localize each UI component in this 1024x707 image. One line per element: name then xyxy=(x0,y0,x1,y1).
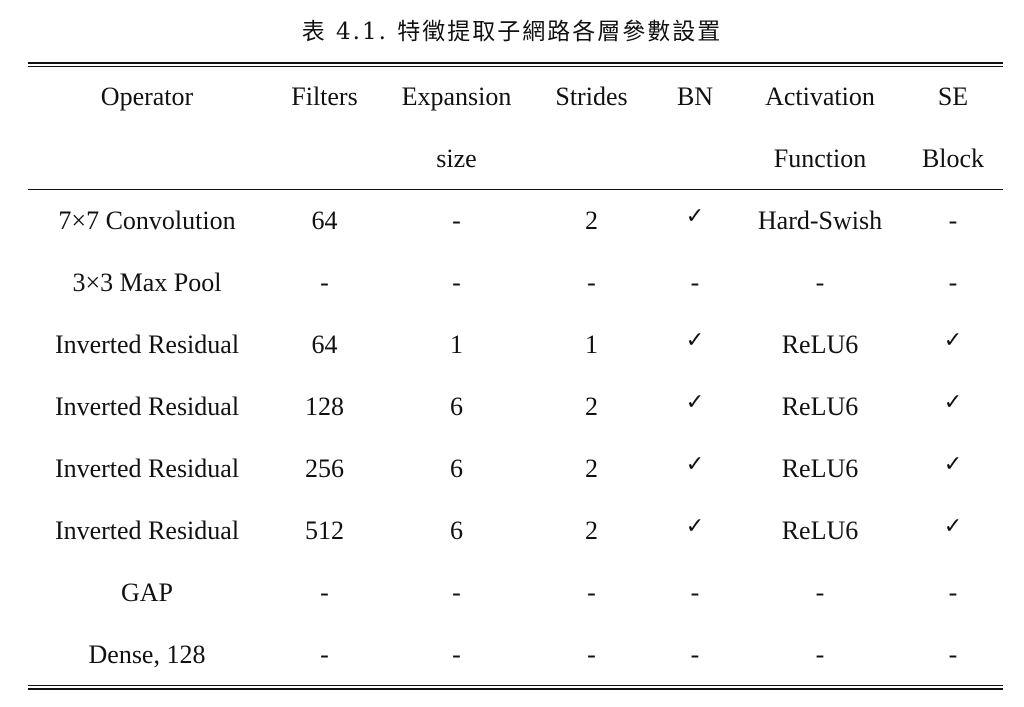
header-expansion-size: Expansion size xyxy=(383,66,530,190)
cell-filters: 128 xyxy=(305,392,344,421)
cell-se-block: ✓ xyxy=(903,438,1003,500)
header-activation-function-line-2: Function xyxy=(773,144,867,173)
cell-operator: GAP xyxy=(120,578,173,607)
top-rule-second-line xyxy=(28,66,1003,67)
cell-se-block: ✓ xyxy=(903,376,1003,438)
header-se-block-line-1: SE xyxy=(937,82,969,111)
cell-filters: 512 xyxy=(305,516,344,545)
checkmark-icon: ✓ xyxy=(685,204,705,229)
header-expansion-size-line-1: Expansion xyxy=(401,82,512,111)
header-operator-line-1: Operator xyxy=(100,82,194,111)
parameter-table: Operator Filters Expansion size Strides … xyxy=(28,66,1003,686)
cell-expansion-size: 6 xyxy=(450,392,463,421)
cell-bn: - xyxy=(690,268,700,297)
table-row: Inverted Residual 64 1 1 ✓ ReLU6 ✓ xyxy=(28,314,1003,376)
checkmark-icon: ✓ xyxy=(685,514,705,539)
table-row: Dense, 128 - - - - - - xyxy=(28,624,1003,686)
cell-strides: - xyxy=(587,578,596,607)
cell-strides: 2 xyxy=(585,392,598,421)
cell-strides: - xyxy=(587,268,596,297)
cell-activation-function: ReLU6 xyxy=(781,392,859,421)
header-activation-function-line-1: Activation xyxy=(765,82,875,111)
header-se-block-line-2: Block xyxy=(921,144,985,173)
table-row: Inverted Residual 256 6 2 ✓ ReLU6 ✓ xyxy=(28,438,1003,500)
header-bn-line-1: BN xyxy=(676,82,714,111)
cell-se-block: - xyxy=(948,206,958,235)
table-row: Inverted Residual 512 6 2 ✓ ReLU6 ✓ xyxy=(28,500,1003,562)
cell-operator: Inverted Residual xyxy=(54,392,240,421)
bottom-rule xyxy=(28,688,1003,690)
table-row: Inverted Residual 128 6 2 ✓ ReLU6 ✓ xyxy=(28,376,1003,438)
cell-expansion-size: - xyxy=(452,578,461,607)
header-strides: Strides xyxy=(530,66,653,190)
cell-expansion-size: - xyxy=(452,268,461,297)
cell-bn: ✓ xyxy=(653,500,737,562)
header-filters: Filters xyxy=(266,66,383,190)
checkmark-icon: ✓ xyxy=(685,452,705,477)
cell-operator: 3×3 Max Pool xyxy=(72,268,222,297)
cell-activation-function: - xyxy=(815,578,825,607)
header-activation-function: Activation Function xyxy=(737,66,903,190)
cell-activation-function: ReLU6 xyxy=(781,516,859,545)
cell-bn: ✓ xyxy=(653,376,737,438)
checkmark-icon: ✓ xyxy=(943,514,963,539)
table-row: 3×3 Max Pool - - - - - - xyxy=(28,252,1003,314)
cell-activation-function: Hard-Swish xyxy=(757,206,883,235)
cell-filters: - xyxy=(320,640,329,669)
cell-activation-function: ReLU6 xyxy=(781,454,859,483)
table-row: 7×7 Convolution 64 - 2 ✓ Hard-Swish - xyxy=(28,190,1003,252)
cell-activation-function: ReLU6 xyxy=(781,330,859,359)
cell-filters: - xyxy=(320,268,329,297)
cell-strides: 2 xyxy=(585,516,598,545)
top-rule xyxy=(28,62,1003,64)
cell-filters: 256 xyxy=(305,454,344,483)
cell-strides: 2 xyxy=(585,206,598,235)
checkmark-icon: ✓ xyxy=(685,390,705,415)
cell-strides: 1 xyxy=(585,330,598,359)
table-caption: 表 4.1. 特徵提取子網路各層參數設置 xyxy=(301,19,723,45)
cell-expansion-size: - xyxy=(452,206,461,235)
header-rule xyxy=(28,189,1003,190)
checkmark-icon: ✓ xyxy=(943,452,963,477)
bottom-rule-first-line xyxy=(28,685,1003,686)
cell-strides: 2 xyxy=(585,454,598,483)
cell-se-block: - xyxy=(948,640,958,669)
cell-expansion-size: 6 xyxy=(450,516,463,545)
cell-se-block: - xyxy=(948,578,958,607)
header-expansion-size-line-2: size xyxy=(436,144,477,173)
cell-expansion-size: - xyxy=(452,640,461,669)
checkmark-icon: ✓ xyxy=(943,390,963,415)
checkmark-icon: ✓ xyxy=(943,328,963,353)
cell-bn: ✓ xyxy=(653,190,737,252)
table-row: GAP - - - - - - xyxy=(28,562,1003,624)
cell-se-block: ✓ xyxy=(903,500,1003,562)
cell-bn: - xyxy=(690,578,700,607)
cell-operator: 7×7 Convolution xyxy=(58,206,236,235)
cell-bn: ✓ xyxy=(653,314,737,376)
header-row: Operator Filters Expansion size Strides … xyxy=(28,66,1003,190)
cell-bn: ✓ xyxy=(653,438,737,500)
cell-filters: - xyxy=(320,578,329,607)
cell-operator: Dense, 128 xyxy=(88,640,206,669)
cell-se-block: ✓ xyxy=(903,314,1003,376)
cell-strides: - xyxy=(587,640,596,669)
cell-filters: 64 xyxy=(311,206,338,235)
cell-se-block: - xyxy=(948,268,958,297)
cell-operator: Inverted Residual xyxy=(54,454,240,483)
cell-operator: Inverted Residual xyxy=(54,516,240,545)
cell-operator: Inverted Residual xyxy=(54,330,240,359)
cell-expansion-size: 1 xyxy=(450,330,463,359)
cell-bn: - xyxy=(690,640,700,669)
header-operator: Operator xyxy=(28,66,266,190)
header-filters-line-1: Filters xyxy=(291,82,358,111)
header-strides-line-1: Strides xyxy=(555,82,628,111)
header-se-block: SE Block xyxy=(903,66,1003,190)
cell-filters: 64 xyxy=(311,330,338,359)
header-bn: BN xyxy=(653,66,737,190)
checkmark-icon: ✓ xyxy=(685,328,705,353)
cell-activation-function: - xyxy=(815,640,825,669)
cell-activation-function: - xyxy=(815,268,825,297)
cell-expansion-size: 6 xyxy=(450,454,463,483)
